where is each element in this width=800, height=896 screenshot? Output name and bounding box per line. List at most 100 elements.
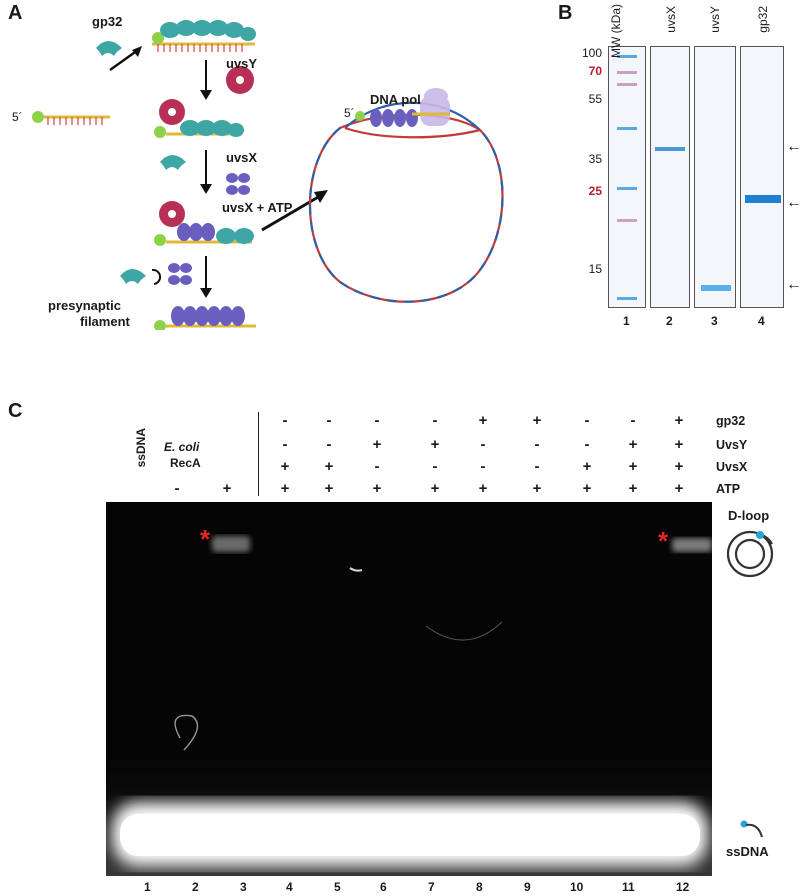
ssdna-diagram-icon (740, 820, 763, 838)
reca-minus: - (174, 480, 180, 497)
gel-lane-gp32 (740, 46, 784, 308)
uvsy-ring-icon (226, 66, 254, 94)
sign-gp32-8: + (478, 412, 488, 429)
sign-gp32-12: + (674, 412, 684, 429)
header-ecoli: E. coli (164, 440, 200, 454)
row-label-atp: ATP (716, 482, 741, 496)
dna-polymerase-icon (420, 88, 450, 126)
gel-lane-number-1: 1 (144, 880, 151, 894)
mw-marker-55: 55 (588, 92, 602, 106)
uvsx-atp-complex (154, 201, 254, 246)
row-label-uvsx: UvsX (716, 460, 748, 474)
sign-uvsy-9: - (534, 436, 540, 453)
gel-lane-uvsx (650, 46, 690, 308)
sign-gp32-7: - (432, 412, 438, 429)
sign-uvsy-11: + (628, 436, 638, 453)
header-reca: RecA (170, 456, 201, 470)
gel-lane-number-12: 12 (676, 880, 690, 894)
sign-uvsy-4: - (282, 436, 288, 453)
gel-lane-number-4: 4 (286, 880, 293, 894)
panel-c-letter: C (8, 400, 23, 422)
sign-atp-4: + (280, 480, 290, 497)
gel-lane-mw (608, 46, 646, 308)
sign-atp-11: + (628, 480, 638, 497)
left-ssdna (32, 111, 110, 125)
gel-lane-number-10: 10 (570, 880, 584, 894)
sign-gp32-10: - (584, 412, 590, 429)
uvsy-gp32-complex (154, 99, 244, 138)
sign-atp-12: + (674, 480, 684, 497)
gel-lane-number-11: 11 (622, 880, 635, 894)
dloop-diagram-icon (726, 530, 774, 578)
lane-number-3: 3 (711, 314, 718, 328)
lane-number-1: 1 (623, 314, 630, 328)
label-ssdna-band: ssDNA (726, 844, 769, 859)
sign-atp-8: + (478, 480, 488, 497)
sign-gp32-4: - (282, 412, 288, 429)
lane-header-mw: MW (kDa) (609, 4, 623, 58)
d-loop-plasmid (308, 88, 504, 303)
presynaptic-filament (154, 306, 256, 330)
panel-a-schematic (32, 20, 504, 330)
lane-header-gp32: gp32 (756, 6, 770, 33)
sign-uvsy-10: - (584, 436, 590, 453)
free-gp32-icon (160, 155, 186, 170)
sign-gp32-11: - (630, 412, 636, 429)
sign-atp-5: + (324, 480, 334, 497)
mw-marker-100: 100 (581, 46, 602, 60)
mw-marker-35: 35 (588, 152, 602, 166)
reca-plus: + (222, 480, 232, 497)
gp32-exchange-icon (120, 269, 146, 284)
sign-atp-10: + (582, 480, 592, 497)
sign-uvsx-4: + (280, 458, 290, 475)
sign-atp-7: + (430, 480, 440, 497)
asterisk-lane12: * (658, 526, 669, 556)
label-presynaptic: presynaptic (48, 298, 121, 313)
dloop-band-lane12 (672, 538, 712, 552)
sign-atp-9: + (532, 480, 542, 497)
gel-lane-number-2: 2 (192, 880, 199, 894)
sign-gp32-6: - (374, 412, 380, 429)
agarose-gel-image: * * (106, 502, 712, 876)
lane-number-2: 2 (666, 314, 673, 328)
gel-lane-uvsy (694, 46, 736, 308)
sign-uvsy-5: - (326, 436, 332, 453)
ssdna-gp32-complex (152, 20, 256, 52)
sign-gp32-9: + (532, 412, 542, 429)
label-uvsx: uvsX (226, 150, 258, 165)
mw-marker-25: 25 (588, 184, 602, 198)
sign-atp-6: + (372, 480, 382, 497)
label-filament: filament (80, 314, 130, 329)
lane-number-4: 4 (758, 314, 765, 328)
sign-uvsy-6: + (372, 436, 382, 453)
divider-line (258, 412, 259, 496)
mw-marker-70: 70 (588, 64, 602, 78)
gel-lane-number-7: 7 (428, 880, 435, 894)
gp32-protein-icon (96, 41, 122, 56)
row-label-gp32: gp32 (716, 414, 746, 428)
band-arrow-uvsx: ← (786, 138, 800, 155)
sign-uvsx-11: + (628, 458, 638, 475)
gel-lane-number-3: 3 (240, 880, 247, 894)
gel-lane-number-8: 8 (476, 880, 483, 894)
gel-lane-number-9: 9 (524, 880, 531, 894)
sign-uvsx-12: + (674, 458, 684, 475)
sign-uvsx-5: + (324, 458, 334, 475)
mw-marker-15: 15 (588, 262, 602, 276)
label-dna-pol: DNA pol (370, 92, 421, 107)
sign-uvsy-12: + (674, 436, 684, 453)
lane-header-uvsx: uvsX (664, 6, 678, 33)
sign-uvsx-9: - (534, 458, 540, 475)
band-arrow-uvsy: ← (786, 276, 800, 293)
sign-uvsy-8: - (480, 436, 486, 453)
sign-uvsx-6: - (374, 458, 380, 475)
label-uvsy: uvsY (226, 56, 258, 71)
sign-uvsx-8: - (480, 458, 486, 475)
band-arrow-gp32: ← (786, 194, 800, 211)
sign-uvsx-7: - (432, 458, 438, 475)
sign-uvsx-10: + (582, 458, 592, 475)
lane-header-uvsy: uvsY (708, 6, 722, 33)
dloop-band-lane3 (212, 536, 250, 552)
sign-uvsy-7: + (430, 436, 440, 453)
gel-lane-number-6: 6 (380, 880, 387, 894)
